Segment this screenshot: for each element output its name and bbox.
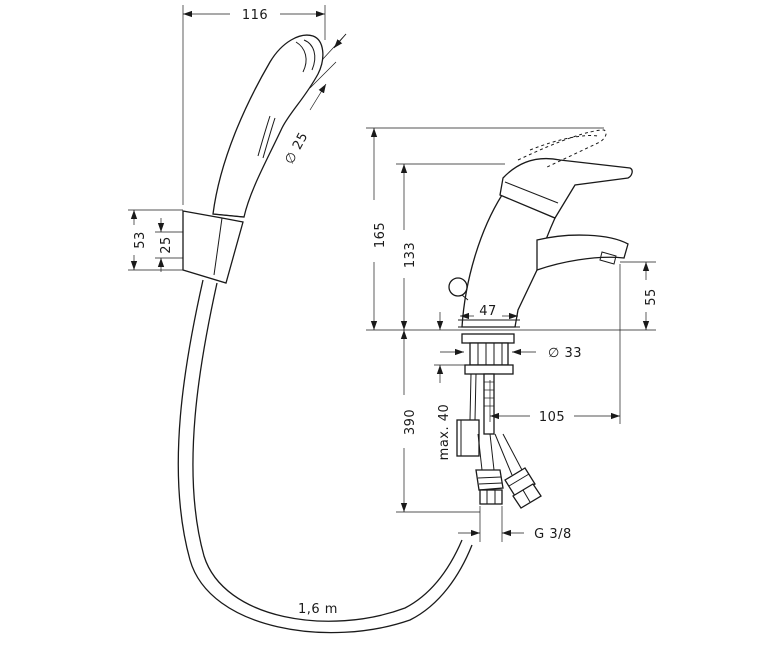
connector-nut-right xyxy=(504,467,542,509)
dim-label-105: 105 xyxy=(539,410,565,425)
shower-hose xyxy=(177,279,473,634)
dim-spout-height: 55 xyxy=(620,261,659,330)
dim-label-diam-25: ∅ 25 xyxy=(282,130,311,167)
dim-label-390: 390 xyxy=(403,409,418,435)
dim-label-47: 47 xyxy=(479,304,497,319)
dim-label-55: 55 xyxy=(644,288,659,306)
dim-label-116: 116 xyxy=(242,8,268,23)
dim-below-deck: 390 xyxy=(396,330,480,513)
dim-reach: 105 xyxy=(489,264,621,425)
dim-label-25: 25 xyxy=(159,236,174,254)
dim-body-width: 47 xyxy=(460,304,518,320)
shower-holder xyxy=(182,210,244,284)
dim-mount-diameter: ∅ 33 xyxy=(440,346,582,361)
dim-shower-width: 116 xyxy=(182,5,326,205)
dim-holder: 53 25 xyxy=(128,209,183,272)
dim-max-deck: max. 40 xyxy=(434,312,466,460)
dim-faucet-height: 133 xyxy=(396,163,505,330)
faucet xyxy=(448,129,633,328)
dim-label-53: 53 xyxy=(133,231,148,249)
dim-total-height: 165 xyxy=(366,127,604,330)
dim-thread: G 3/8 xyxy=(458,506,572,542)
dim-label-max-40: max. 40 xyxy=(437,404,452,461)
dim-label-165: 165 xyxy=(373,222,388,248)
dim-label-133: 133 xyxy=(403,242,418,268)
mounting-fittings xyxy=(456,333,542,509)
hand-shower xyxy=(211,34,324,223)
hose-length-label: 1,6 m xyxy=(298,602,338,617)
dim-label-g38: G 3/8 xyxy=(534,527,572,542)
connector-nut-left xyxy=(475,469,504,505)
dim-label-diam-33: ∅ 33 xyxy=(548,346,582,361)
